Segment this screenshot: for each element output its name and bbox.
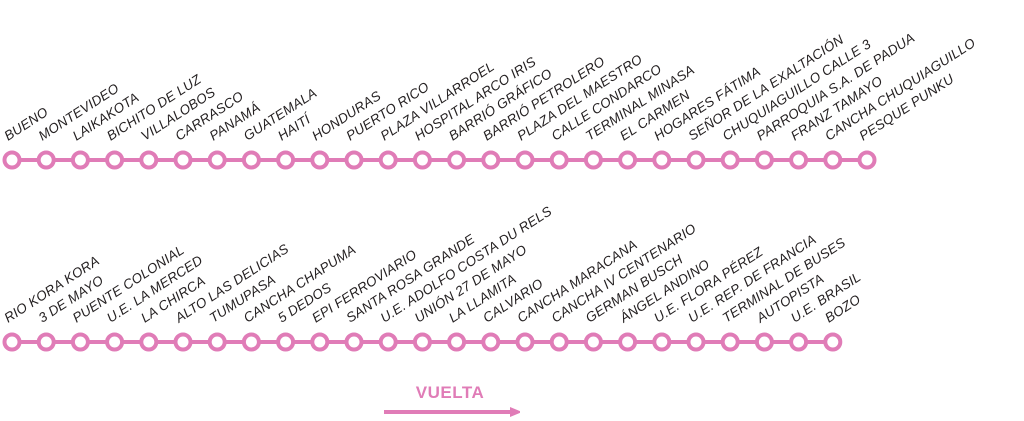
stop-marker [139,150,159,170]
stop-marker [789,150,809,170]
stop-marker [173,150,193,170]
stop-marker [412,150,432,170]
stop-marker [481,332,501,352]
stop-marker [139,332,159,352]
stop-marker [652,150,672,170]
stop-marker [241,332,261,352]
stop-marker [549,150,569,170]
stop-marker [344,332,364,352]
stop-marker [2,150,22,170]
stop-marker [207,150,227,170]
stop-marker [70,332,90,352]
stop-marker [207,332,227,352]
stop-marker [618,332,638,352]
stop-marker [2,332,22,352]
stop-marker [241,150,261,170]
stop-marker [857,150,877,170]
stop-marker [652,332,672,352]
stop-marker [447,332,467,352]
stop-marker [447,150,467,170]
stop-marker [754,332,774,352]
stop-marker [583,332,603,352]
stop-marker [754,150,774,170]
stop-marker [789,332,809,352]
direction-label: VUELTA [416,383,484,402]
stop-marker [686,332,706,352]
stop-marker [105,332,125,352]
stop-marker [823,150,843,170]
stop-marker [378,332,398,352]
stop-marker [481,150,501,170]
stop-marker [515,150,535,170]
stop-marker [412,332,432,352]
stop-marker [515,332,535,352]
stop-marker [310,332,330,352]
stop-marker [105,150,125,170]
stop-marker [823,332,843,352]
stop-marker [70,150,90,170]
stop-marker [720,150,740,170]
stop-marker [686,150,706,170]
stop-marker [276,332,296,352]
stop-marker [583,150,603,170]
stop-marker [36,332,56,352]
stop-marker [549,332,569,352]
stop-marker [310,150,330,170]
stop-marker [36,150,56,170]
stop-marker [344,150,364,170]
stop-marker [378,150,398,170]
stop-marker [720,332,740,352]
stop-marker [276,150,296,170]
direction-indicator: VUELTA [384,383,510,412]
stop-marker [173,332,193,352]
stop-marker [618,150,638,170]
